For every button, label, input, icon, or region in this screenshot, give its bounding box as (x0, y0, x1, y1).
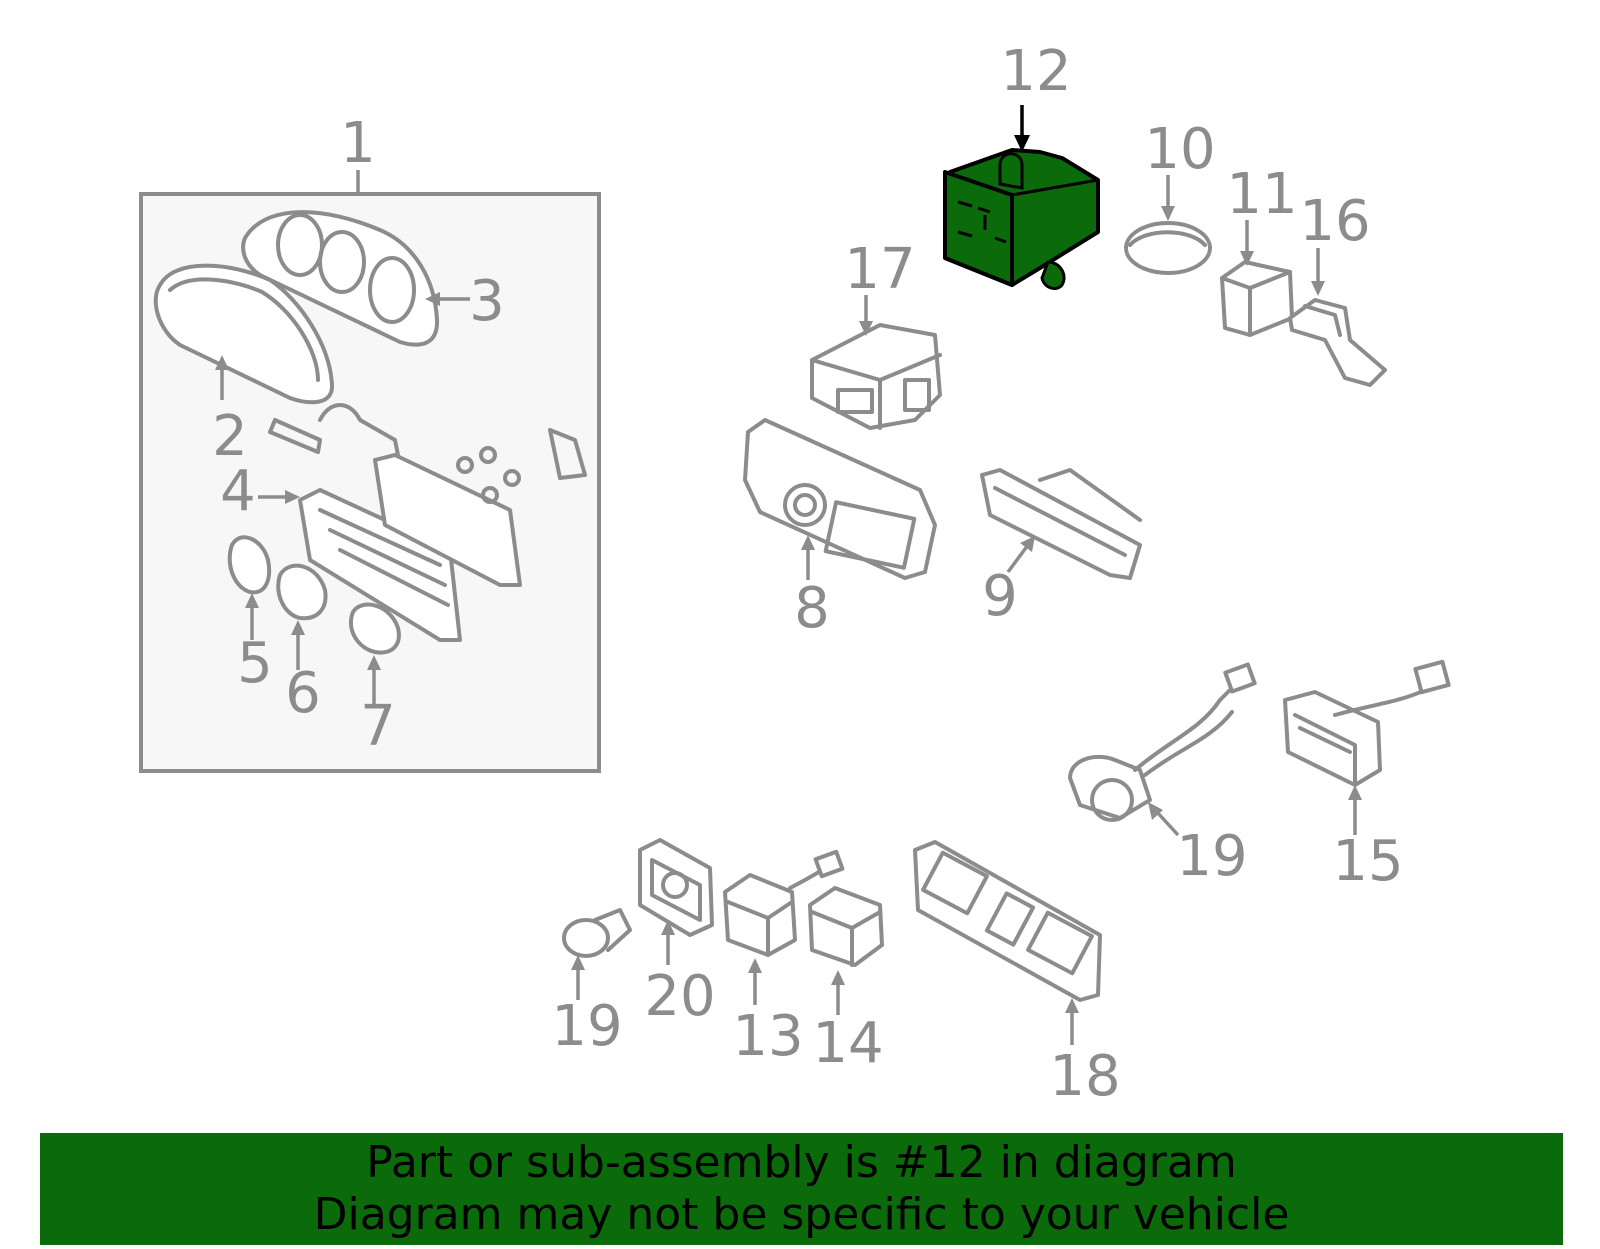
part-17-control-unit[interactable] (810, 323, 942, 430)
callout-5: 5 (237, 631, 273, 696)
callout-10: 10 (1144, 117, 1215, 182)
callout-15: 15 (1332, 829, 1403, 894)
arrow-12 (1014, 105, 1030, 152)
callout-16: 16 (1299, 189, 1370, 254)
part-14-switch[interactable] (808, 886, 884, 967)
callout-18: 18 (1049, 1044, 1120, 1109)
part-13-switch[interactable] (723, 849, 845, 957)
arrow-19b (571, 955, 585, 1000)
part-15-switch-harness[interactable] (1283, 659, 1451, 787)
parts-diagram: 1 2 3 4 5 6 7 8 9 10 11 12 13 14 15 16 1… (139, 39, 1451, 1109)
callout-3: 3 (469, 269, 505, 334)
banner-line-2: Diagram may not be specific to your vehi… (313, 1189, 1290, 1240)
arrow-3 (425, 292, 470, 306)
callout-13: 13 (732, 1004, 803, 1069)
callout-20: 20 (644, 964, 715, 1029)
callout-7: 7 (360, 694, 396, 759)
arrow-17 (859, 295, 873, 336)
arrow-7 (367, 655, 381, 705)
arrow-5 (245, 593, 259, 640)
arrow-19a (1148, 802, 1180, 837)
arrow-2 (215, 355, 229, 400)
part-11-switch[interactable] (1220, 260, 1294, 337)
arrow-20 (661, 920, 675, 965)
arrow-14 (831, 970, 845, 1015)
info-banner: Part or sub-assembly is #12 in diagram D… (40, 1133, 1563, 1245)
callout-17: 17 (844, 237, 915, 302)
callout-14: 14 (812, 1011, 883, 1076)
arrow-9 (1006, 536, 1035, 574)
part-8-climate-panel[interactable] (743, 418, 937, 580)
callout-19-upper: 19 (1176, 824, 1247, 889)
callout-8: 8 (794, 576, 830, 641)
part-20-bezel[interactable] (638, 838, 714, 937)
callout-19-lower: 19 (551, 994, 622, 1059)
callout-9: 9 (982, 564, 1018, 629)
arrow-11 (1240, 220, 1254, 266)
arrow-10 (1161, 175, 1175, 221)
arrow-8 (801, 535, 815, 580)
part-18-switch-panel[interactable] (913, 840, 1102, 1002)
part-4-circuit-board[interactable] (268, 403, 587, 642)
banner-line-1: Part or sub-assembly is #12 in diagram (366, 1137, 1237, 1188)
arrow-18 (1065, 998, 1079, 1045)
part-6-gauge[interactable] (276, 563, 328, 621)
callout-6: 6 (285, 661, 321, 726)
part-19-small-socket[interactable] (562, 908, 632, 958)
part-9-bezel[interactable] (980, 468, 1142, 580)
arrow-15 (1348, 785, 1362, 835)
callout-12: 12 (1000, 39, 1071, 104)
arrow-6 (291, 620, 305, 670)
callout-11: 11 (1226, 162, 1297, 227)
arrow-13 (748, 958, 762, 1005)
callout-1: 1 (340, 111, 376, 176)
part-16-switch[interactable] (1288, 298, 1387, 387)
part-5-gauge[interactable] (227, 535, 271, 595)
part-19-socket-harness[interactable] (1068, 662, 1257, 822)
arrow-16 (1311, 248, 1325, 296)
part-7-gauge[interactable] (349, 602, 401, 655)
part-10-cap[interactable] (1124, 221, 1212, 275)
part-12-switch-module[interactable] (943, 148, 1100, 290)
callout-4: 4 (220, 459, 256, 524)
part-2-lens[interactable] (153, 263, 335, 405)
callout-2: 2 (212, 404, 248, 469)
arrow-4 (258, 490, 300, 504)
